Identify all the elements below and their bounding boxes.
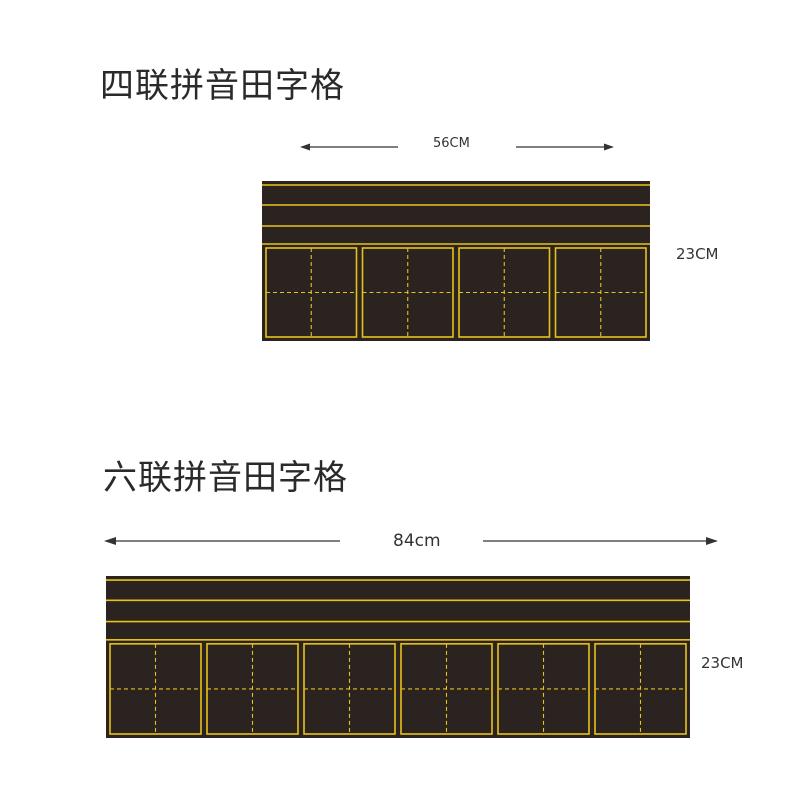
six-panel-title: 六联拼音田字格 <box>103 458 348 498</box>
six-panel-grid <box>106 579 690 735</box>
four-panel-grid <box>262 184 650 338</box>
four-panel-width-label: 56CM <box>433 136 470 151</box>
six-panel-board <box>106 576 690 738</box>
four-panel-height-label: 23CM <box>676 245 719 263</box>
width-arrow-left-four <box>300 143 398 151</box>
width-arrow-right-six <box>483 537 718 545</box>
six-panel-height-label: 23CM <box>701 654 744 672</box>
width-arrow-left-six <box>104 537 340 545</box>
four-panel-board <box>262 181 650 341</box>
six-panel-width-label: 84cm <box>393 531 441 551</box>
four-panel-title: 四联拼音田字格 <box>100 66 345 106</box>
width-arrow-right-four <box>516 143 614 151</box>
